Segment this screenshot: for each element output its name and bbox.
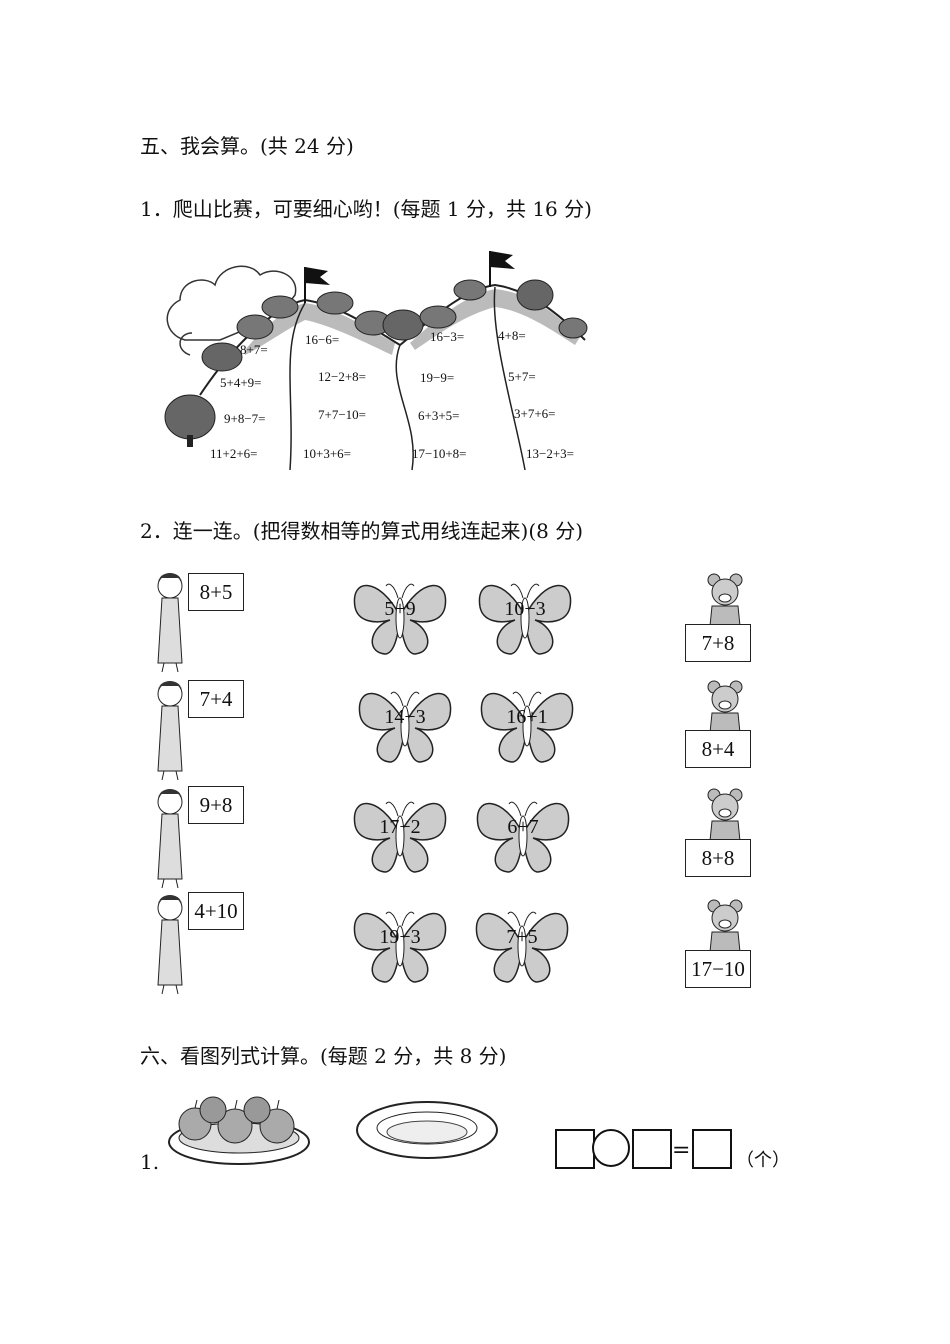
mountain-drawing [164, 251, 588, 475]
bear-sign: 8+8 [685, 839, 751, 877]
bear-icon [700, 572, 750, 627]
climb-expr: 3+7+6= [514, 406, 556, 421]
butterfly: 10−3 [475, 572, 575, 660]
climb-expr: 7+7−10= [318, 407, 366, 422]
bear-sign: 7+8 [685, 624, 751, 662]
butterfly: 7+5 [472, 900, 572, 988]
climb-expr: 16−3= [430, 329, 465, 344]
bear-icon [700, 898, 750, 953]
butterfly: 6+7 [473, 790, 573, 878]
climb-expr: 13−2+3= [526, 446, 574, 461]
butterfly-label: 7+5 [506, 926, 538, 948]
bear-icon [700, 787, 750, 842]
mountain-illustration: 8+7= 16−6= 16−3= 4+8= 5+4+9= 12−2+8= 19−… [160, 245, 620, 475]
bear-sign: 17−10 [685, 950, 751, 988]
section-5-title: 五、我会算。(共 24 分) [140, 134, 354, 158]
equals-sign: = [672, 1138, 691, 1163]
climb-expr: 8+7= [240, 342, 268, 357]
climb-expr: 5+4+9= [220, 375, 262, 390]
climb-expr: 11+2+6= [210, 446, 258, 461]
butterfly-label: 10−3 [504, 598, 546, 620]
apple-plate [165, 1092, 313, 1172]
butterfly-label: 16+1 [506, 706, 548, 728]
operator-circle[interactable] [592, 1129, 630, 1167]
butterfly: 5+9 [350, 572, 450, 660]
climb-expr: 5+7= [508, 369, 536, 384]
butterfly-label: 17−2 [379, 816, 421, 838]
climb-expr: 12−2+8= [318, 369, 366, 384]
butterfly-label: 14−3 [384, 706, 426, 728]
result-box[interactable] [692, 1129, 732, 1169]
climb-expr: 19−9= [420, 370, 455, 385]
butterfly-label: 5+9 [384, 598, 416, 620]
girl-sign: 7+4 [188, 680, 244, 718]
climb-expr: 9+8−7= [224, 411, 266, 426]
climb-expr: 17−10+8= [412, 446, 467, 461]
climb-expr: 6+3+5= [418, 408, 460, 423]
butterfly: 16+1 [477, 680, 577, 768]
climb-expr: 10+3+6= [303, 446, 351, 461]
bear-sign: 8+4 [685, 730, 751, 768]
girl-sign: 9+8 [188, 786, 244, 824]
section-6-title: 六、看图列式计算。(每题 2 分，共 8 分) [140, 1044, 507, 1068]
bear-icon [700, 679, 750, 734]
butterfly: 17−2 [350, 790, 450, 878]
answer-box[interactable] [632, 1129, 672, 1169]
butterfly: 19−3 [350, 900, 450, 988]
climb-expr: 16−6= [305, 332, 340, 347]
climb-expr: 4+8= [498, 328, 526, 343]
butterfly: 14−3 [355, 680, 455, 768]
question-2-title: 2．连一连。(把得数相等的算式用线连起来)(8 分) [140, 519, 584, 543]
answer-box[interactable] [555, 1129, 595, 1169]
butterfly-label: 19−3 [379, 926, 421, 948]
girl-figures [157, 573, 183, 995]
unit-label: （个） [736, 1150, 790, 1171]
butterfly-label: 6+7 [507, 816, 539, 838]
empty-plate [355, 1100, 500, 1164]
girls-column [150, 568, 250, 998]
question-1-title: 1．爬山比赛，可要细心哟！(每题 1 分，共 16 分) [140, 197, 592, 221]
girl-sign: 8+5 [188, 573, 244, 611]
girl-sign: 4+10 [188, 892, 244, 930]
question-number: 1. [140, 1150, 160, 1174]
